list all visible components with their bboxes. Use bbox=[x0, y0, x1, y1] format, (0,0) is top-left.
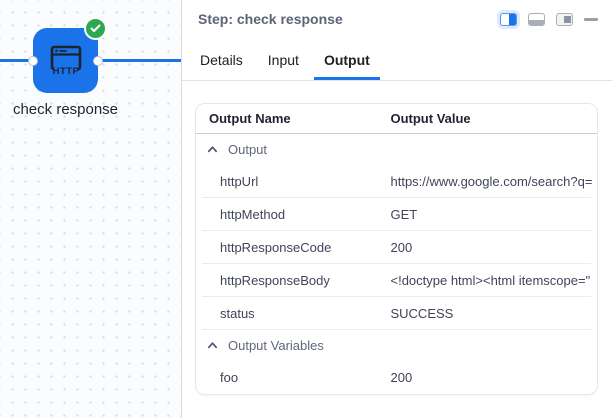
connection-line-incoming bbox=[0, 59, 36, 62]
output-name: httpResponseBody bbox=[220, 273, 330, 288]
check-icon bbox=[90, 24, 101, 32]
group-label: Output bbox=[228, 142, 268, 157]
column-header-output-value: Output Value bbox=[390, 111, 471, 126]
table-row: status SUCCESS bbox=[196, 297, 597, 330]
table-row: httpResponseCode 200 bbox=[196, 231, 597, 264]
group-row-output-variables[interactable]: Output Variables bbox=[196, 330, 597, 361]
output-name: httpUrl bbox=[220, 174, 259, 189]
output-value: https://www.google.com/search?q= bbox=[390, 174, 593, 189]
column-header-output-name: Output Name bbox=[209, 111, 291, 126]
output-name: httpMethod bbox=[220, 207, 286, 222]
output-name: httpResponseCode bbox=[220, 240, 332, 255]
node-label: check response bbox=[12, 101, 119, 118]
table-row: httpUrl https://www.google.com/search?q= bbox=[196, 165, 597, 198]
step-properties-panel: Step: check response Details Input Outpu… bbox=[181, 0, 612, 418]
panel-header: Step: check response bbox=[182, 0, 612, 46]
bottom-panel-icon[interactable] bbox=[528, 13, 545, 26]
output-value: 200 bbox=[390, 370, 413, 385]
http-step-node[interactable]: HTTP bbox=[28, 17, 107, 93]
output-value: 200 bbox=[390, 240, 413, 255]
right-panel-icon-fill bbox=[563, 15, 571, 23]
http-browser-icon: HTTP bbox=[50, 45, 81, 77]
connection-line-outgoing bbox=[95, 59, 181, 62]
output-value: <!doctype html><html itemscope=" bbox=[390, 273, 591, 288]
tab-output[interactable]: Output bbox=[313, 52, 380, 80]
output-name: foo bbox=[220, 370, 239, 385]
group-row-output[interactable]: Output bbox=[196, 134, 597, 165]
tab-content: Output Name Output Value Output httpUrl … bbox=[182, 81, 612, 395]
tab-bar: Details Input Output bbox=[182, 46, 612, 81]
table-row: httpResponseBody <!doctype html><html it… bbox=[196, 264, 597, 297]
panel-title: Step: check response bbox=[198, 11, 343, 27]
output-table-card: Output Name Output Value Output httpUrl … bbox=[195, 103, 598, 395]
collapse-icon[interactable] bbox=[584, 18, 598, 21]
chevron-up-icon bbox=[208, 146, 217, 153]
workflow-canvas[interactable]: HTTP check response bbox=[0, 0, 181, 418]
success-check-badge bbox=[84, 17, 107, 40]
split-view-icon-fill bbox=[508, 14, 516, 25]
tab-details[interactable]: Details bbox=[200, 52, 243, 68]
table-header-row: Output Name Output Value bbox=[196, 104, 597, 134]
node-input-port[interactable] bbox=[28, 55, 38, 66]
right-panel-icon[interactable] bbox=[556, 13, 573, 26]
table-row: httpMethod GET bbox=[196, 198, 597, 231]
node-type-label: HTTP bbox=[52, 66, 79, 77]
output-value: SUCCESS bbox=[390, 306, 454, 321]
chevron-up-icon bbox=[208, 342, 217, 349]
tab-input[interactable]: Input bbox=[267, 52, 299, 68]
output-value: GET bbox=[390, 207, 418, 222]
split-view-icon[interactable] bbox=[500, 13, 517, 26]
panel-layout-controls bbox=[500, 13, 598, 26]
bottom-panel-icon-fill bbox=[529, 20, 544, 25]
group-label: Output Variables bbox=[228, 338, 324, 353]
node-output-port[interactable] bbox=[93, 55, 103, 66]
output-name: status bbox=[220, 306, 255, 321]
table-row: foo 200 bbox=[196, 361, 597, 394]
